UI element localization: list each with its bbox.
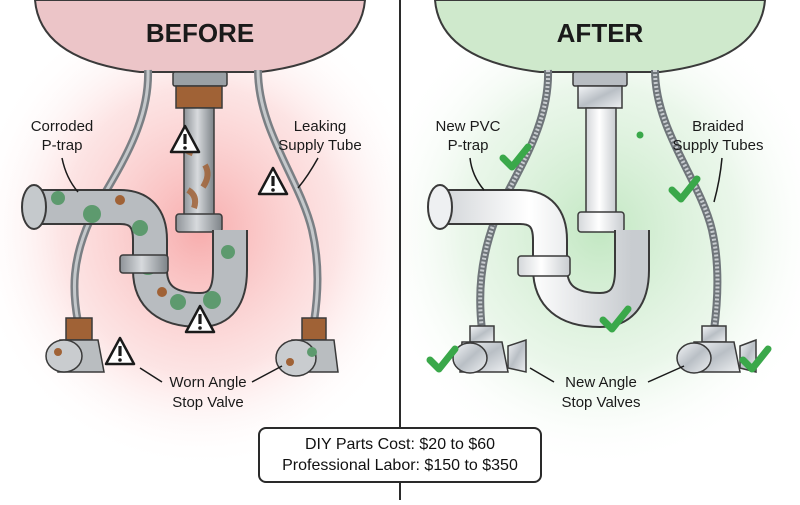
before-valve-label-line1: Worn Angle (169, 374, 246, 391)
before-slip-nut (175, 213, 223, 233)
after-p-trap-leader (469, 157, 485, 191)
before-valve-leader-left (139, 367, 163, 383)
before-drain-nut (175, 85, 223, 109)
diy-parts-cost: DIY Parts Cost: $20 to $60 (304, 436, 496, 453)
before-valve-left (45, 317, 105, 373)
before-title: BEFORE (146, 18, 254, 48)
check-icon (499, 143, 532, 171)
after-panel: AFTER (426, 0, 772, 411)
warning-icon (184, 304, 216, 334)
before-supply-label-line1: Leaking (294, 118, 347, 135)
after-valve-left (452, 325, 527, 374)
before-supply-leader (297, 157, 319, 189)
after-supply-leader (713, 157, 723, 203)
warning-icon (257, 166, 289, 196)
check-icon (426, 345, 459, 373)
before-trap-arm-end (21, 184, 47, 230)
check-icon (668, 175, 701, 203)
after-valve-leader-right (647, 365, 685, 383)
before-trap-nut (119, 254, 169, 274)
warning-icon (104, 336, 136, 366)
after-p-trap-label-line2: P-trap (448, 137, 489, 154)
before-p-trap-label-line1: Corroded (31, 118, 94, 135)
cost-summary-box: DIY Parts Cost: $20 to $60 Professional … (258, 427, 542, 483)
after-p-trap (445, 191, 648, 327)
before-panel: BEFORE (21, 0, 367, 411)
after-supply-label-line1: Braided (692, 118, 744, 135)
after-slip-nut (577, 211, 625, 233)
after-tailpiece (585, 107, 617, 219)
before-p-trap (40, 191, 246, 327)
after-sink-basin (433, 0, 767, 73)
after-valve-right (676, 325, 757, 374)
after-trap-arm-end (427, 184, 453, 230)
after-drain-flange (572, 71, 628, 87)
after-valve-label-line1: New Angle (565, 374, 637, 391)
before-p-trap-leader (61, 157, 79, 193)
before-valve-label-line2: Stop Valve (172, 394, 243, 411)
after-p-trap-label-line1: New PVC (435, 118, 500, 135)
check-icon (739, 345, 772, 373)
after-supply-label-line2: Supply Tubes (673, 137, 764, 154)
after-trap-nut (517, 255, 571, 277)
after-title: AFTER (557, 18, 644, 48)
check-icon (599, 305, 632, 333)
after-valve-label-line2: Stop Valves (562, 394, 641, 411)
before-p-trap-label-line2: P-trap (42, 137, 83, 154)
before-supply-label-line2: Supply Tube (278, 137, 361, 154)
before-valve-leader-right (251, 365, 283, 383)
after-valve-leader-left (529, 367, 555, 383)
before-drain-flange (172, 71, 228, 87)
professional-labor-cost: Professional Labor: $150 to $350 (282, 457, 518, 474)
after-drain-nut (577, 85, 623, 109)
before-valve-right (275, 317, 339, 377)
warning-icon (169, 124, 201, 154)
